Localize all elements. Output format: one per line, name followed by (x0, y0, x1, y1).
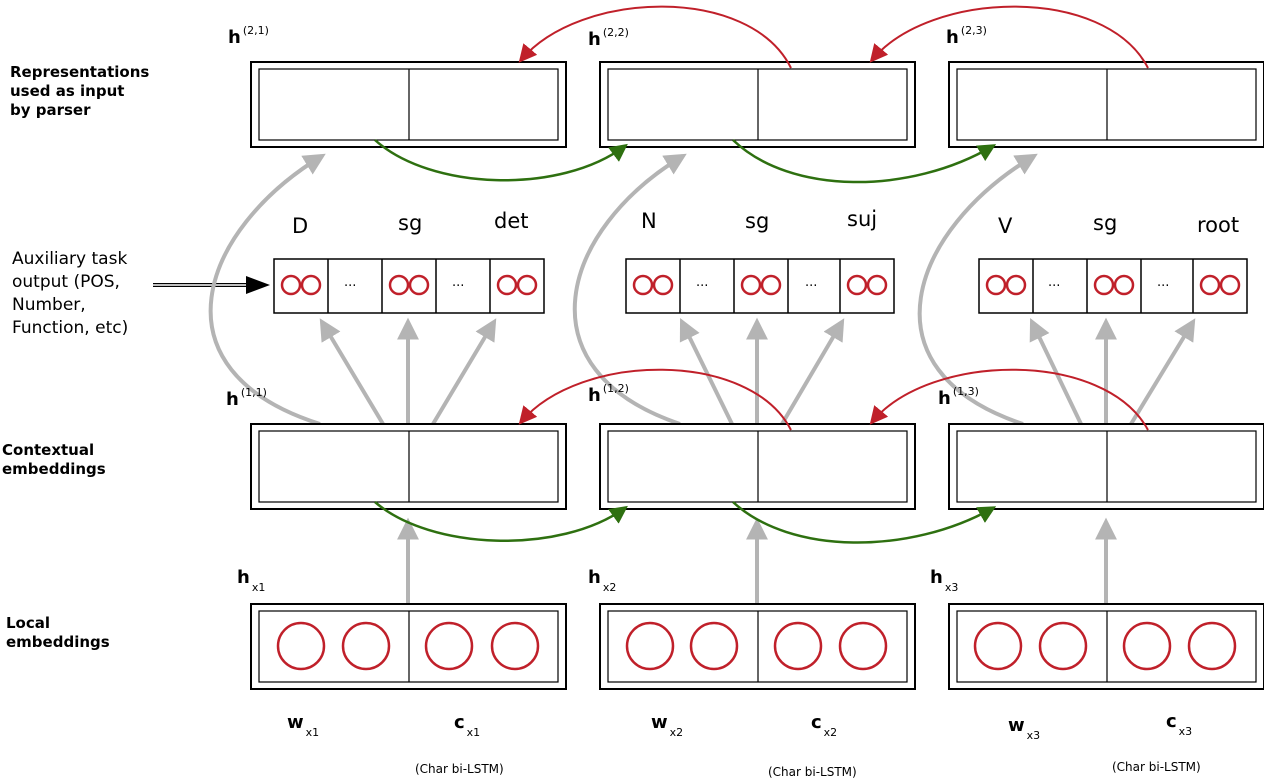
char-bilstm-note: (Char bi-LSTM) (768, 765, 857, 779)
top-box-2 (599, 61, 916, 148)
label-representations: Representations used as input by parser (10, 63, 149, 119)
svg-text:D: D (292, 214, 308, 238)
svg-text:suj: suj (847, 207, 877, 231)
neuron (973, 621, 1023, 671)
neuron (341, 621, 391, 671)
svg-text:hx2: hx2 (588, 567, 616, 594)
svg-text:by parser: by parser (10, 101, 91, 119)
svg-text:h(2,1): h(2,1) (228, 24, 269, 48)
svg-text:embeddings: embeddings (6, 633, 110, 651)
aux-box-3: ... ... (978, 258, 1248, 314)
neuron (276, 621, 326, 671)
svg-text:Representations: Representations (10, 63, 149, 81)
svg-text:Local: Local (6, 614, 50, 632)
svg-text:Function, etc): Function, etc) (12, 318, 128, 338)
top-box-1 (250, 61, 567, 148)
svg-text:det: det (494, 209, 528, 233)
svg-text:h(2,3): h(2,3) (946, 24, 987, 48)
svg-text:wx1: wx1 (287, 712, 319, 739)
svg-text:root: root (1197, 213, 1239, 237)
ellipsis: ... (696, 275, 708, 290)
forward-arrows (374, 139, 997, 544)
svg-text:h(1,3): h(1,3) (938, 385, 979, 409)
label-auxiliary-task: Auxiliary task output (POS, Number, Func… (12, 249, 128, 338)
svg-text:hx3: hx3 (930, 567, 958, 594)
svg-text:sg: sg (745, 209, 769, 233)
svg-text:cx2: cx2 (811, 712, 837, 739)
svg-text:hx1: hx1 (237, 567, 265, 594)
backward-arrows (518, 5, 1149, 431)
svg-text:cx1: cx1 (454, 712, 480, 739)
label-contextual: Contextual embeddings (2, 441, 106, 478)
aux-pointer-arrow (153, 276, 270, 294)
aux-box-1: ... ... (273, 258, 545, 314)
neuron (424, 621, 474, 671)
char-bilstm-note: (Char bi-LSTM) (415, 762, 504, 776)
local-box-3 (948, 603, 1264, 690)
svg-text:h(2,2): h(2,2) (588, 26, 629, 50)
neuron (1187, 621, 1237, 671)
neuron (773, 621, 823, 671)
h-labels-mid: h(1,1) h(1,2) h(1,3) (226, 382, 979, 410)
svg-text:wx2: wx2 (651, 712, 683, 739)
top-box-3 (948, 61, 1264, 148)
neuron (838, 621, 888, 671)
local-box-2 (599, 603, 916, 690)
svg-text:sg: sg (1093, 211, 1117, 235)
svg-text:h(1,2): h(1,2) (588, 382, 629, 406)
neuron (490, 621, 540, 671)
ellipsis: ... (452, 275, 464, 290)
svg-text:h(1,1): h(1,1) (226, 386, 267, 410)
local-box-1 (250, 603, 567, 690)
svg-text:output (POS,: output (POS, (12, 272, 120, 292)
svg-text:sg: sg (398, 211, 422, 235)
mid-box-2 (599, 423, 916, 510)
svg-text:V: V (998, 214, 1013, 238)
neuron (689, 621, 739, 671)
aux-tags: D sg det N sg suj V sg root (292, 207, 1239, 238)
svg-text:Contextual: Contextual (2, 441, 94, 459)
h-labels-top: h(2,1) h(2,2) h(2,3) (228, 24, 987, 50)
neuron (625, 621, 675, 671)
aux-box-2: ... ... (625, 258, 895, 314)
svg-text:cx3: cx3 (1166, 711, 1192, 738)
svg-text:Number,: Number, (12, 295, 86, 315)
neuron (1122, 621, 1172, 671)
ellipsis: ... (1157, 275, 1169, 290)
mid-box-1 (250, 423, 567, 510)
char-bilstm-notes: (Char bi-LSTM) (Char bi-LSTM) (Char bi-L… (415, 760, 1201, 779)
svg-text:embeddings: embeddings (2, 460, 106, 478)
ellipsis: ... (805, 275, 817, 290)
info-flow-arrows (208, 153, 1196, 604)
neuron (1038, 621, 1088, 671)
svg-text:Auxiliary task: Auxiliary task (12, 249, 127, 269)
char-bilstm-note: (Char bi-LSTM) (1112, 760, 1201, 774)
ellipsis: ... (1048, 275, 1060, 290)
label-local: Local embeddings (6, 614, 110, 651)
mid-box-3 (948, 423, 1264, 510)
svg-text:wx3: wx3 (1008, 715, 1040, 742)
svg-text:N: N (641, 209, 657, 233)
svg-text:used as input: used as input (10, 82, 124, 100)
ellipsis: ... (344, 275, 356, 290)
